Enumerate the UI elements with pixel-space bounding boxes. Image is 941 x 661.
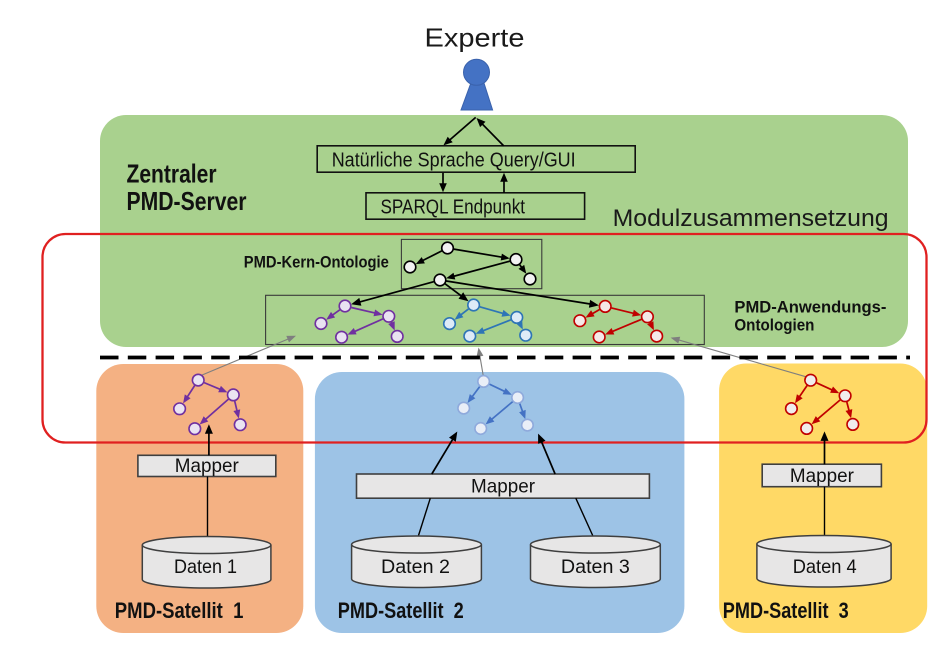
svg-text:Daten 1: Daten 1 — [174, 556, 237, 578]
svg-text:Zentraler: Zentraler — [127, 159, 217, 189]
svg-text:Daten 4: Daten 4 — [793, 556, 857, 578]
svg-text:PMD-Satellit 3: PMD-Satellit 3 — [723, 598, 849, 623]
svg-text:Mapper: Mapper — [471, 476, 535, 498]
svg-text:Daten 3: Daten 3 — [561, 556, 630, 578]
svg-text:PMD-Kern-Ontologie: PMD-Kern-Ontologie — [244, 253, 389, 272]
svg-text:PMD-Satellit 1: PMD-Satellit 1 — [115, 598, 244, 623]
svg-text:SPARQL Endpunkt: SPARQL Endpunkt — [381, 196, 526, 218]
svg-text:Modulzusammensetzung: Modulzusammensetzung — [613, 205, 889, 232]
svg-text:Natürliche Sprache Query/GUI: Natürliche Sprache Query/GUI — [332, 149, 576, 171]
svg-text:Mapper: Mapper — [790, 465, 854, 487]
svg-text:PMD-Satellit 2: PMD-Satellit 2 — [338, 598, 464, 623]
svg-text:Daten 2: Daten 2 — [381, 556, 450, 578]
svg-text:PMD-Anwendungs-: PMD-Anwendungs- — [734, 298, 886, 317]
svg-text:PMD-Server: PMD-Server — [127, 186, 247, 216]
svg-text:Experte: Experte — [425, 23, 525, 53]
svg-text:Mapper: Mapper — [175, 455, 239, 477]
svg-text:Ontologien: Ontologien — [734, 316, 814, 335]
